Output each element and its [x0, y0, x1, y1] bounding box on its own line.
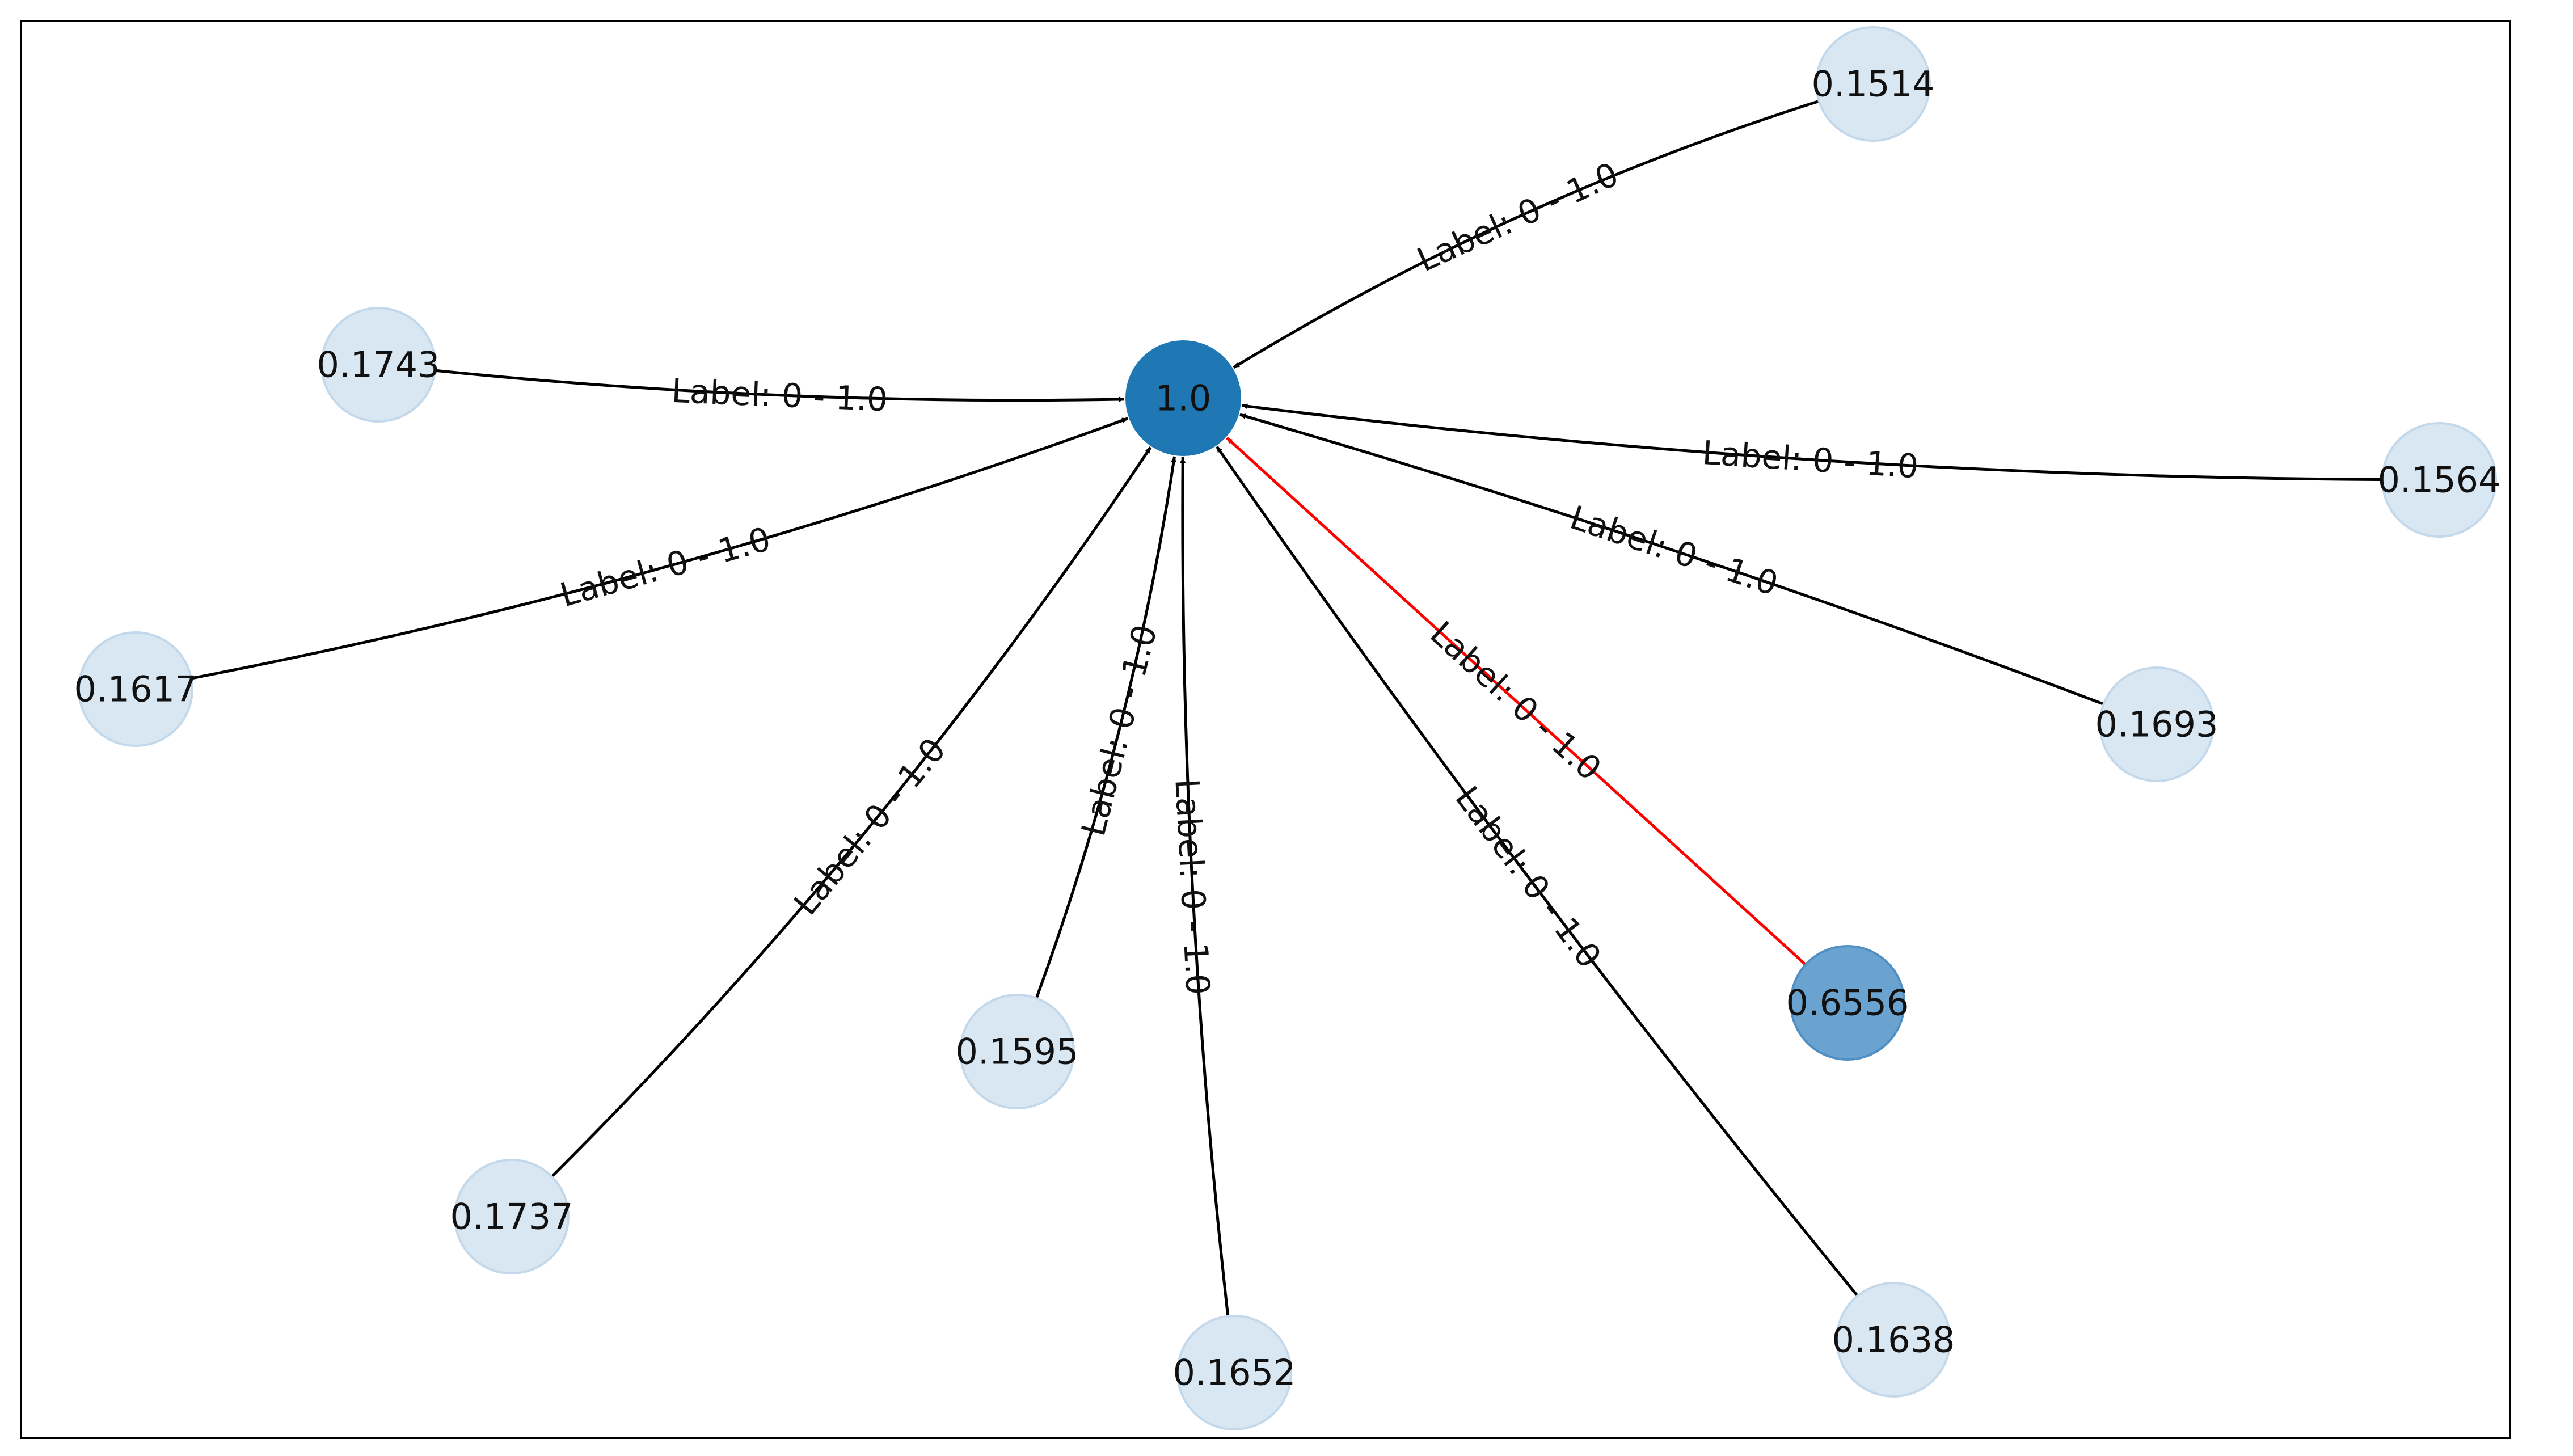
node-n1638 [1836, 1282, 1951, 1398]
edge-label: Label: 0 - 1.0 [1701, 433, 1920, 486]
edge-label: Label: 0 - 1.0 [1411, 155, 1624, 280]
node-label: 0.1514 [1812, 64, 1935, 105]
node-label: 0.1617 [74, 669, 197, 710]
node-n1743 [320, 307, 436, 423]
node-label: 0.1693 [2095, 704, 2218, 745]
node-n6556 [1790, 945, 1905, 1061]
edge-label: Label: 0 - 1.0 [1423, 614, 1609, 788]
edge-n6556-to-center [1226, 437, 1807, 966]
edge-n1514-to-center [1233, 99, 1820, 369]
node-n1652 [1176, 1315, 1292, 1430]
node-n1693 [2099, 666, 2215, 782]
node-center [1125, 340, 1241, 456]
edge-n1595-to-center [1035, 456, 1176, 999]
nodes-layer: 1.0 0.1514 0.1743 0.1564 0.1617 0.1693 0.6556 0… [74, 26, 2501, 1430]
edge-label: Label: 0 - 1.0 [1167, 778, 1217, 995]
edge-label: Label: 0 - 1.0 [556, 520, 775, 615]
edge-n1693-to-center [1239, 413, 2104, 706]
plot-frame [20, 20, 2511, 1439]
node-label: 0.1564 [2378, 459, 2501, 501]
node-label: 0.1737 [450, 1196, 573, 1238]
edge-label: Label: 0 - 1.0 [1074, 621, 1165, 839]
edge-label: Label: 0 - 1.0 [1448, 779, 1609, 975]
node-label: 0.6556 [1786, 982, 1909, 1024]
node-n1564 [2381, 422, 2497, 538]
edge-label: Label: 0 - 1.0 [786, 731, 954, 922]
node-label: 0.1743 [317, 344, 440, 386]
edge-n1617-to-center [191, 417, 1129, 680]
node-label: 0.1638 [1832, 1319, 1955, 1361]
node-n1514 [1815, 26, 1931, 142]
node-n1595 [959, 994, 1075, 1109]
edge-n1638-to-center [1216, 446, 1859, 1297]
edge-n1564-to-center [1241, 403, 2383, 481]
edge-label: Label: 0 - 1.0 [1566, 498, 1783, 603]
edge-n1652-to-center [1180, 457, 1230, 1316]
edge-label: Label: 0 - 1.0 [671, 372, 889, 419]
node-n1737 [454, 1159, 570, 1274]
node-label: 1.0 [1155, 378, 1212, 419]
edge-n1737-to-center [551, 446, 1152, 1178]
edge-n1743-to-center [435, 369, 1125, 403]
node-label: 0.1652 [1173, 1352, 1296, 1394]
node-n1617 [78, 631, 193, 747]
node-label: 0.1595 [956, 1031, 1079, 1073]
